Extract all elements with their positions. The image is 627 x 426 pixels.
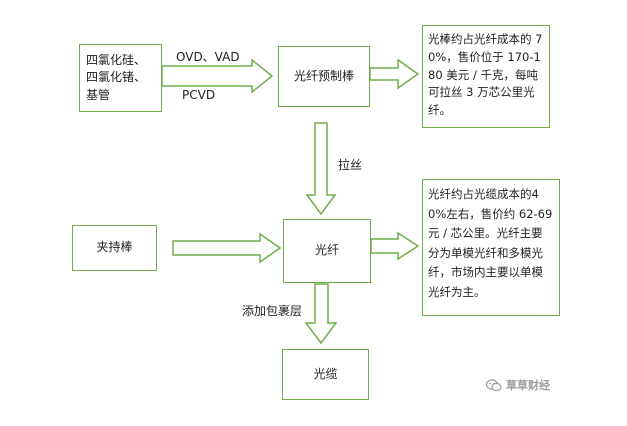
preform-text: 光纤预制棒 xyxy=(293,68,354,83)
clamp-rod-box: 夹持棒 xyxy=(72,225,157,271)
arrow-preform-to-fiber xyxy=(305,122,337,216)
arrow-clamp-to-fiber xyxy=(172,232,282,264)
ovd-vad-label: OVD、VAD xyxy=(176,50,240,64)
cladding-label: 添加包裹层 xyxy=(242,304,303,318)
preform-box: 光纤预制棒 xyxy=(278,46,370,107)
arrow-fiber-to-cable xyxy=(304,283,338,345)
raw-materials-box: 四氯化硅、 四氯化锗、 基管 xyxy=(79,44,162,112)
fiber-note-text: 光纤约占光缆成本的40%左右，售价约 62-69 元 / 芯公里。光纤主要分为单… xyxy=(428,187,553,299)
draw-label: 拉丝 xyxy=(338,158,363,172)
arrow-fiber-to-note xyxy=(370,231,420,261)
raw-materials-text: 四氯化硅、 四氯化锗、 基管 xyxy=(86,53,147,102)
arrow-raw-to-preform xyxy=(161,58,274,94)
watermark-text: 草草财经 xyxy=(506,379,550,392)
arrow-preform-to-note xyxy=(369,58,420,90)
preform-note-box: 光棒约占光纤成本的 70%，售价位于 170-180 美元 / 千克，每吨可拉丝… xyxy=(422,25,550,128)
wechat-icon xyxy=(486,378,502,391)
clamp-rod-text: 夹持棒 xyxy=(96,240,133,255)
fiber-note-box: 光纤约占光缆成本的40%左右，售价约 62-69 元 / 芯公里。光纤主要分为单… xyxy=(422,179,560,316)
fiber-text: 光纤 xyxy=(314,243,339,258)
watermark: 草草财经 xyxy=(486,377,550,393)
fiber-box: 光纤 xyxy=(283,219,371,283)
cable-text: 光缆 xyxy=(313,366,338,381)
pcvd-label: PCVD xyxy=(182,88,216,102)
cable-box: 光缆 xyxy=(282,349,369,400)
preform-note-text: 光棒约占光纤成本的 70%，售价位于 170-180 美元 / 千克，每吨可拉丝… xyxy=(428,32,543,118)
